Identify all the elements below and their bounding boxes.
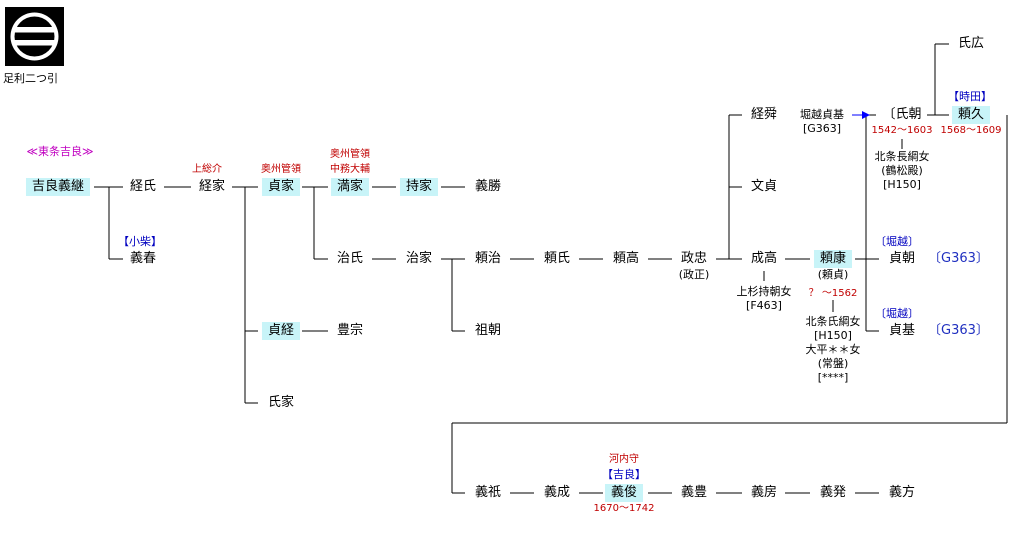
person-yoshiaki: 義発 — [819, 485, 847, 500]
person-sadatomo: 貞朝 — [888, 251, 916, 266]
spouse-horikoshi-sadamoto: 堀越貞基 [G363] — [800, 108, 844, 136]
spouse-line: (常盤) — [817, 357, 849, 370]
person-yoshiharu: 義春 — [129, 251, 157, 266]
crest-icon — [5, 7, 64, 66]
person-tsunekiyo: 経舜 — [750, 107, 778, 122]
person-sadatsune: 貞経 — [261, 322, 301, 340]
person-sadaie: 貞家 — [261, 178, 301, 196]
spouse-uesugi: 上杉持朝女 [F463] — [737, 285, 792, 313]
adoptive-father-name: 堀越貞基 — [800, 108, 844, 121]
spouse-line: (鶴松殿) — [881, 164, 923, 177]
person-haruie: 治家 — [405, 251, 433, 266]
title-oshu-kanrei-2: 奥州管領 — [330, 149, 370, 160]
person-yoshitoshi: 義俊 — [604, 484, 644, 502]
date-yoriyasu: ？ ～1562 — [808, 288, 858, 299]
date-ujitomo: 1542～1603 — [871, 125, 933, 136]
spouse-line: 北条長綱女 — [874, 150, 930, 163]
ref-sadatomo: 〔G363〕 — [928, 251, 989, 266]
person-sotomo: 祖朝 — [474, 323, 502, 338]
ref-sadamoto: 〔G363〕 — [928, 323, 989, 338]
person-yoshitoyo: 義豊 — [680, 485, 708, 500]
title-nakatsukasa: 中務大輔 — [330, 164, 370, 175]
person-masatada-note: (政正) — [678, 268, 710, 281]
date-yorihisa: 1568～1609 — [940, 125, 1002, 136]
title-horikoshi-2: 〔堀越〕 — [875, 307, 919, 320]
spouse-line: [H150] — [883, 178, 921, 191]
title-oshu-kanrei-1: 奥州管領 — [261, 164, 301, 175]
person-yorihisa: 頼久 — [951, 106, 991, 124]
person-mochiie: 持家 — [399, 178, 439, 196]
person-ujitomo: 〔氏朝 — [882, 107, 922, 122]
person-ujihiro: 氏広 — [957, 36, 985, 51]
person-toyomune: 豊宗 — [336, 323, 364, 338]
person-tsuneuji: 経氏 — [129, 179, 157, 194]
title-kawachi: 河内守 — [609, 454, 639, 465]
spouse-line: 大平＊＊女 — [805, 343, 861, 356]
person-haruuji: 治氏 — [336, 251, 364, 266]
person-yoshikatsu: 義勝 — [474, 179, 502, 194]
person-yoritaka: 頼高 — [612, 251, 640, 266]
spouse-line: 北条氏綱女 — [805, 315, 861, 328]
adoptive-father-ref: [G363] — [802, 122, 842, 135]
title-horikoshi-1: 〔堀越〕 — [875, 235, 919, 248]
spouse-hojo-ujitsuna: 北条氏綱女 [H150] 大平＊＊女 (常盤) [****] — [806, 315, 861, 385]
title-kira: 【吉良】 — [602, 468, 646, 481]
title-tokita: 【時田】 — [948, 90, 992, 103]
person-yoshifusa: 義房 — [750, 485, 778, 500]
person-naritaka: 成高 — [750, 251, 778, 266]
date-yoshitoshi: 1670～1742 — [593, 503, 655, 514]
spouse-hojo-nagatsuna: 北条長綱女 (鶴松殿) [H150] — [875, 150, 930, 192]
person-ujiie: 氏家 — [267, 395, 295, 410]
crest-label: 足利二つ引 — [3, 72, 58, 85]
person-mitsuie: 満家 — [330, 178, 370, 196]
person-yoriyasu-note: (頼貞) — [817, 268, 849, 281]
spouse-line: [****] — [817, 371, 849, 384]
title-higashijo-kira: ≪東条吉良≫ — [26, 145, 94, 158]
spouse-line: [H150] — [814, 329, 852, 342]
title-koshiba: 【小柴】 — [118, 235, 162, 248]
person-yoshitsugu: 吉良義継 — [25, 178, 91, 196]
title-kazusa: 上総介 — [192, 164, 222, 175]
person-yoshinari: 義成 — [543, 485, 571, 500]
person-yoriyasu: 頼康 — [813, 250, 853, 268]
person-yoshimasa: 義祇 — [474, 485, 502, 500]
person-sadamoto: 貞基 — [888, 323, 916, 338]
spouse-line: [F463] — [746, 299, 782, 312]
person-tsuneie: 経家 — [198, 179, 226, 194]
person-fumisada: 文貞 — [750, 179, 778, 194]
person-masatada: 政忠 — [680, 251, 708, 266]
person-yoshikata: 義方 — [888, 485, 916, 500]
right-arrow-icon — [852, 111, 870, 119]
person-yoriharu: 頼治 — [474, 251, 502, 266]
spouse-line: 上杉持朝女 — [736, 285, 792, 298]
person-yoriuji: 頼氏 — [543, 251, 571, 266]
